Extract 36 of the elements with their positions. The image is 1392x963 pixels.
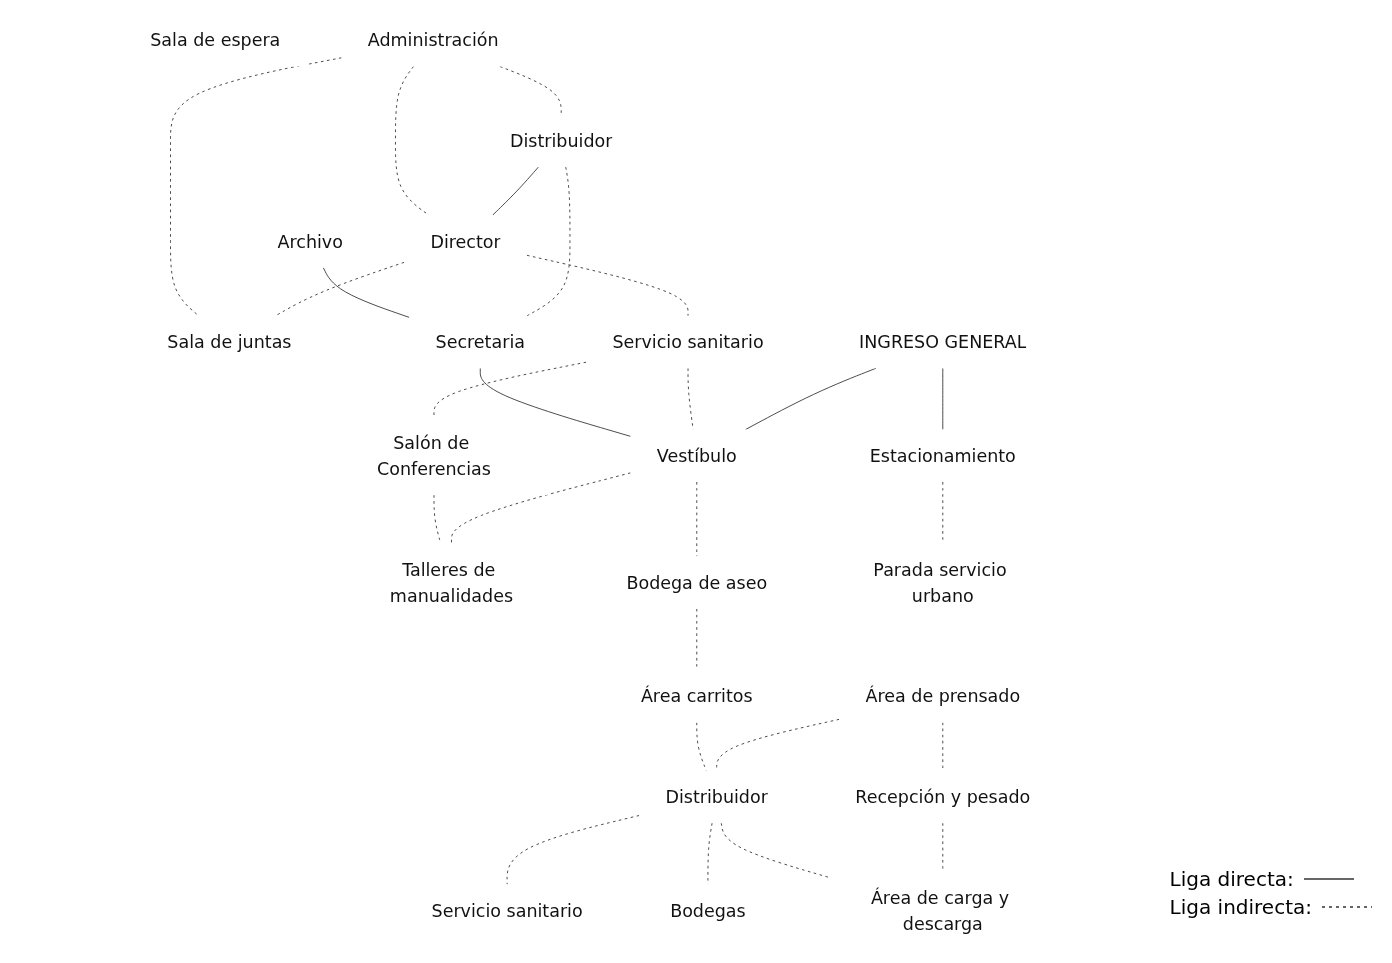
connector xyxy=(491,166,539,216)
node-text: INGRESO GENERAL xyxy=(858,331,1027,353)
node-text: Área de carga y descarga xyxy=(870,886,1009,934)
connector xyxy=(433,361,587,417)
node-text: Distribuidor xyxy=(665,785,768,807)
node-text: Recepción y pesado xyxy=(855,785,1030,807)
connector xyxy=(696,607,697,670)
connector xyxy=(322,266,410,318)
connector xyxy=(169,56,342,316)
node-text: Bodegas xyxy=(669,899,746,921)
node-text: Estacionamiento xyxy=(869,444,1016,466)
node-text: Archivo xyxy=(277,230,343,252)
connector xyxy=(744,367,877,430)
node-text: Talleres de manualidades xyxy=(389,558,513,606)
node-text: Salón de Conferencias xyxy=(376,431,491,479)
connector xyxy=(715,718,840,771)
node-text: Secretaria xyxy=(435,331,525,353)
connector xyxy=(450,471,631,544)
node-text: Servicio sanitario xyxy=(431,899,583,921)
node-text: Área de prensado xyxy=(865,685,1020,707)
node-text: Vestíbulo xyxy=(656,444,737,466)
node-text: Área carritos xyxy=(640,685,753,707)
node-text: Servicio sanitario xyxy=(612,331,764,353)
node-text: Parada servicio urbano xyxy=(873,558,1007,606)
node-text: Distribuidor xyxy=(509,129,613,151)
node-text: Administración xyxy=(367,29,499,51)
legend-text: Liga indirecta: xyxy=(1169,895,1312,919)
legend-text: Liga directa: xyxy=(1169,867,1294,891)
node-text: Director xyxy=(430,230,501,252)
node-text: Sala de juntas xyxy=(167,331,292,353)
connector xyxy=(479,367,631,437)
node-text: Sala de espera xyxy=(149,29,281,51)
connector xyxy=(942,367,943,430)
connector xyxy=(942,721,943,771)
connector xyxy=(526,254,689,316)
node-text: Bodega de aseo xyxy=(626,571,767,593)
